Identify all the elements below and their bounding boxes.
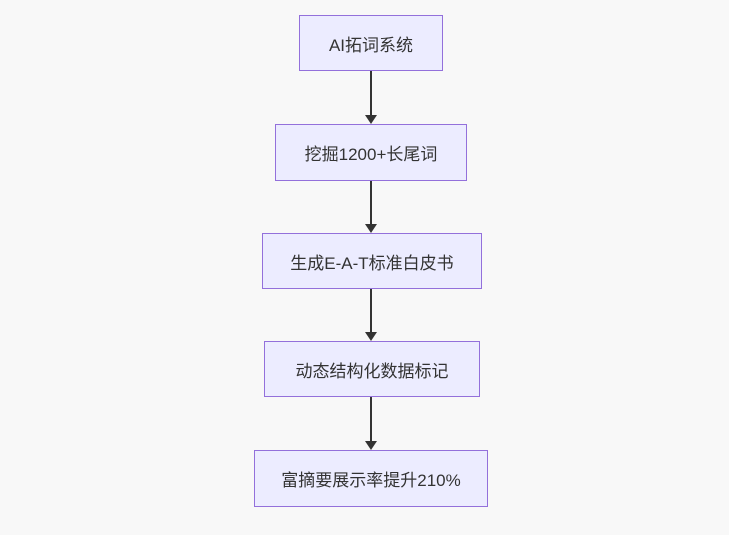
arrow-down-icon [365,115,377,124]
flow-node-structured-data: 动态结构化数据标记 [264,341,480,397]
arrow-connector-3 [364,289,378,341]
arrow-line [370,397,372,443]
arrow-down-icon [365,224,377,233]
flow-node-eat-whitepaper: 生成E-A-T标准白皮书 [262,233,482,289]
arrow-down-icon [365,441,377,450]
arrow-connector-4 [364,397,378,450]
flow-node-longtail-keywords: 挖掘1200+长尾词 [275,124,467,181]
arrow-connector-2 [364,181,378,233]
flow-node-label: 挖掘1200+长尾词 [304,145,438,164]
flow-node-rich-snippet-result: 富摘要展示率提升210% [254,450,488,507]
arrow-line [370,181,372,226]
flow-node-label: AI拓词系统 [328,35,414,55]
flow-node-label: 富摘要展示率提升210% [281,471,461,490]
flow-node-ai-word-expansion: AI拓词系统 [299,15,443,71]
arrow-down-icon [365,332,377,341]
arrow-line [370,289,372,334]
arrow-connector-1 [364,71,378,124]
flow-node-label: 动态结构化数据标记 [295,361,449,381]
flow-node-label: 生成E-A-T标准白皮书 [290,253,454,273]
arrow-line [370,71,372,117]
